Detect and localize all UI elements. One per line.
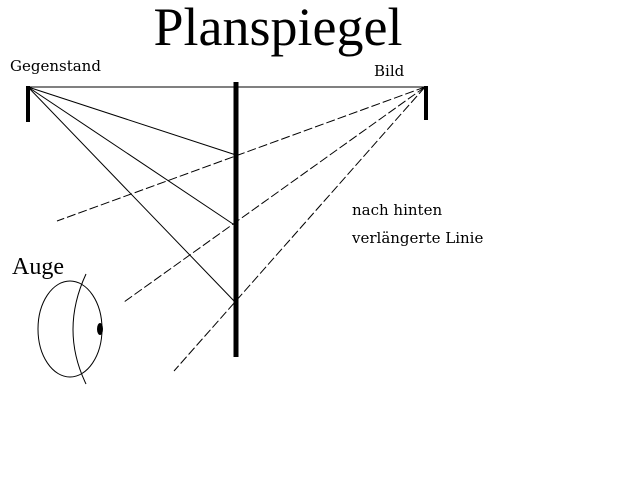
eye-outline-icon	[37, 280, 103, 378]
eye-lens-icon	[72, 273, 87, 385]
note-line-1: nach hinten	[352, 201, 442, 219]
eye-label: Auge	[12, 254, 64, 280]
note-line-2: verlängerte Linie	[351, 229, 483, 247]
reflected-ray-3	[173, 86, 426, 372]
image-label: Bild	[374, 62, 405, 80]
object-label: Gegenstand	[10, 57, 101, 75]
reflected-ray-2	[123, 86, 426, 303]
incident-ray-3	[27, 86, 237, 304]
diagram-title: Planspiegel	[154, 0, 403, 57]
reflected-ray-1	[56, 86, 426, 222]
incident-ray-1	[27, 86, 237, 156]
incident-ray-2	[27, 86, 237, 227]
eye-pupil-icon	[97, 323, 103, 335]
